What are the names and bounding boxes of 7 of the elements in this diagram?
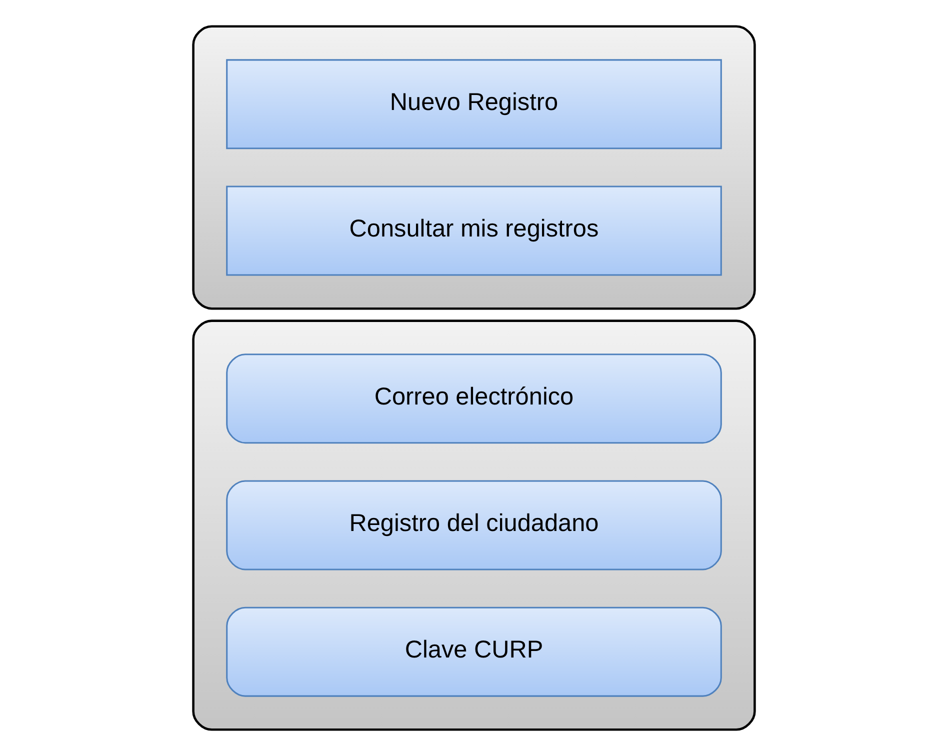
- cluster: [192, 25, 756, 310]
- node-box: Consultar mis registros: [226, 186, 722, 276]
- cluster: [192, 320, 756, 731]
- node-box: Nuevo Registro: [226, 59, 722, 150]
- node-box: Registro del ciudadano: [226, 480, 722, 570]
- node-box: Correo electrónico: [226, 354, 722, 444]
- node-box: Clave CURP: [226, 606, 722, 697]
